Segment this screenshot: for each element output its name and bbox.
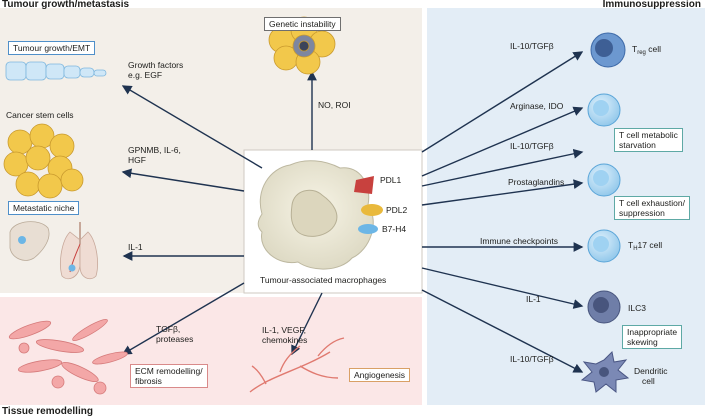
dc-cell-label-1: Dendritic: [634, 366, 668, 376]
arrow-emt: [121, 85, 263, 169]
dendritic-cell: [580, 350, 630, 394]
arrow-treg: [421, 51, 584, 153]
arrow-ecm: [121, 282, 245, 355]
dc-cell-label-2: cell: [642, 376, 655, 386]
ecm-box-line-1: ECM remodelling/: [135, 366, 203, 376]
dc-arrow-label: IL-10/TGFβ: [510, 354, 554, 364]
exhaustion-box: T cell exhaustion/ suppression: [614, 196, 690, 220]
ecm-box: ECM remodelling/ fibrosis: [130, 364, 208, 388]
t-cell-2: [587, 163, 621, 197]
angio-arrow-label-2: chemokines: [262, 335, 308, 345]
th17-cell: [587, 229, 621, 263]
genetic-instability-box: Genetic instability: [264, 17, 341, 31]
starvation-box: T cell metabolic starvation: [614, 128, 683, 152]
exhaustion-box-line-1: T cell exhaustion/: [619, 198, 685, 208]
macrophage-label: Tumour-associated macrophages: [260, 275, 387, 285]
macrophage-panel: [243, 149, 423, 294]
emt-arrow-label-1: Growth factors: [128, 60, 184, 70]
csc-label: Cancer stem cells: [6, 110, 74, 120]
skewing-box: Inappropriate skewing: [622, 325, 683, 349]
skewing-box-line-1: Inappropriate: [627, 327, 678, 337]
checkpoints-arrow-label: Immune checkpoints: [480, 236, 558, 246]
arginase-arrow-label: Arginase, IDO: [510, 101, 564, 111]
arrow-csc: [121, 168, 245, 192]
ecm-box-line-2: fibrosis: [135, 376, 162, 386]
treg-cell-label: Treg cell: [632, 44, 661, 56]
ilc3-cell: [587, 290, 621, 324]
pdl1-label: PDL1: [380, 175, 402, 185]
emt-box: Tumour growth/EMT: [8, 41, 96, 55]
niche-arrow-label: IL-1: [128, 242, 143, 252]
b7h4-label: B7-H4: [382, 224, 407, 234]
starvation-box-line-1: T cell metabolic: [619, 130, 678, 140]
arrow-prostaglandins: [421, 179, 584, 206]
genetic-arrow-label: NO, ROI: [318, 100, 351, 110]
ecm-arrow-label-1: TGFβ,: [156, 324, 181, 334]
metastatic-niche-box: Metastatic niche: [8, 201, 80, 215]
section-title-growth: Tumour growth/metastasis: [2, 0, 130, 10]
prostaglandins-arrow-label: Prostaglandins: [508, 177, 565, 187]
il10-arrow-label: IL-10/TGFβ: [510, 141, 554, 151]
arrow-il10: [421, 148, 584, 187]
il1-arrow-label: IL-1: [526, 294, 541, 304]
macrophage-nucleus: [290, 189, 338, 237]
angiogenesis-box: Angiogenesis: [349, 368, 411, 382]
emt-arrow-label-2: e.g. EGF: [128, 70, 163, 80]
section-title-tissue: Tissue remodelling: [2, 406, 93, 417]
pdl2-label: PDL2: [386, 205, 408, 215]
arrow-angio: [291, 292, 323, 356]
csc-arrow-label-1: GPNMB, IL-6,: [128, 145, 181, 155]
t-cell-1: [587, 93, 621, 127]
csc-arrow-label-2: HGF: [128, 155, 146, 165]
ilc3-cell-label: ILC3: [628, 303, 646, 313]
section-title-immuno: Immunosuppression: [602, 0, 701, 10]
treg-cell: [590, 32, 626, 68]
arrow-dc: [421, 289, 584, 373]
ecm-fibroblasts: [8, 319, 128, 395]
starvation-box-line-2: starvation: [619, 140, 656, 150]
skewing-box-line-2: skewing: [627, 337, 658, 347]
cancer-stem-cells: [3, 123, 84, 199]
metastatic-niche-organs: [9, 221, 98, 280]
emt-cells: [5, 61, 107, 81]
b7h4-receptor: [358, 224, 378, 234]
th17-cell-label: TH17 cell: [628, 240, 663, 252]
arrow-il1: [421, 267, 584, 309]
treg-arrow-label: IL-10/TGFβ: [510, 41, 554, 51]
ecm-arrow-label-2: proteases: [156, 334, 194, 344]
exhaustion-box-line-2: suppression: [619, 208, 665, 218]
pdl2-receptor: [361, 204, 383, 216]
arrow-arginase: [421, 106, 584, 177]
pdl1-receptor: [354, 176, 374, 194]
arrows: [121, 51, 584, 373]
angiogenesis-vessels: [249, 337, 345, 393]
angio-arrow-label-1: IL-1, VEGF,: [262, 325, 306, 335]
